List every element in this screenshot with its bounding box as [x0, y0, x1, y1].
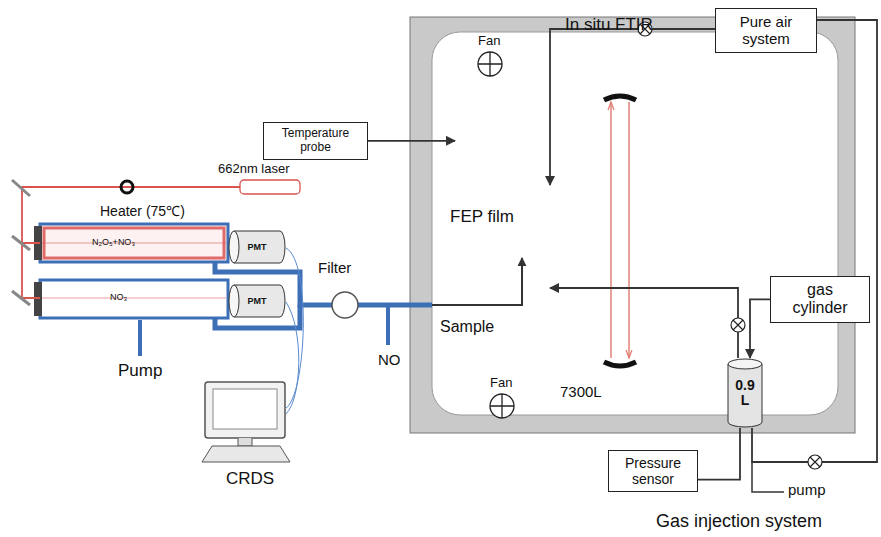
part-label: Fan: [490, 376, 512, 390]
valve-symbol: [731, 318, 745, 332]
part-label: Sample: [440, 318, 494, 336]
pipe-connector: [368, 140, 455, 142]
pipe-connector: [550, 29, 715, 185]
pipe-connector: [752, 20, 877, 462]
part-label: pump: [788, 482, 826, 499]
sensor-box: Pressure sensor: [608, 450, 698, 492]
computer-icon: [202, 248, 303, 462]
part-label: Pump: [118, 362, 162, 381]
part-label: In situ FTIR: [565, 16, 653, 35]
chamber-housing: [410, 17, 855, 433]
valve-symbol: [808, 455, 822, 469]
pmt-detector: PMT: [228, 230, 286, 264]
part-label: Filter: [318, 260, 351, 277]
fep-film-bag: [432, 32, 838, 415]
ring-down-cell: [34, 224, 228, 318]
node-text: PMT: [248, 242, 267, 252]
probe-box: Temperature probe: [263, 122, 368, 160]
part-label: NO: [378, 352, 401, 369]
node-text: FEP film: [450, 207, 514, 227]
pipe-connector: [550, 288, 738, 358]
node-text: PMT: [248, 296, 267, 306]
part-label: Fan: [478, 34, 500, 48]
pipe-connector: [698, 428, 740, 480]
part-label: 662nm laser: [218, 162, 290, 176]
chamber: FEP film: [410, 17, 855, 433]
part-label: NO₃: [110, 293, 127, 303]
part-label: Heater (75℃): [100, 204, 185, 219]
mixing-vessel: 0.9 L: [727, 358, 763, 428]
pipe-connector: [750, 299, 770, 358]
cylinder-box: gas cylinder: [770, 276, 870, 323]
node-text: Pressure sensor: [615, 455, 691, 487]
node-text: gas cylinder: [785, 281, 855, 318]
ftir-optics: [604, 96, 636, 366]
node-text: Pure air system: [722, 13, 810, 48]
pmt-detector: PMT: [228, 284, 286, 318]
part-label: CRDS: [226, 470, 274, 489]
node-text: Temperature probe: [270, 127, 361, 155]
pump-line: [752, 462, 784, 492]
system-box: Pure air system: [715, 8, 817, 53]
node-text: 0.9 L: [733, 378, 757, 407]
part-label: 7300L: [560, 384, 602, 401]
fan-symbol: [478, 52, 514, 418]
part-label: N₂O₅+NO₃: [92, 238, 135, 248]
part-label: Gas injection system: [656, 512, 822, 532]
